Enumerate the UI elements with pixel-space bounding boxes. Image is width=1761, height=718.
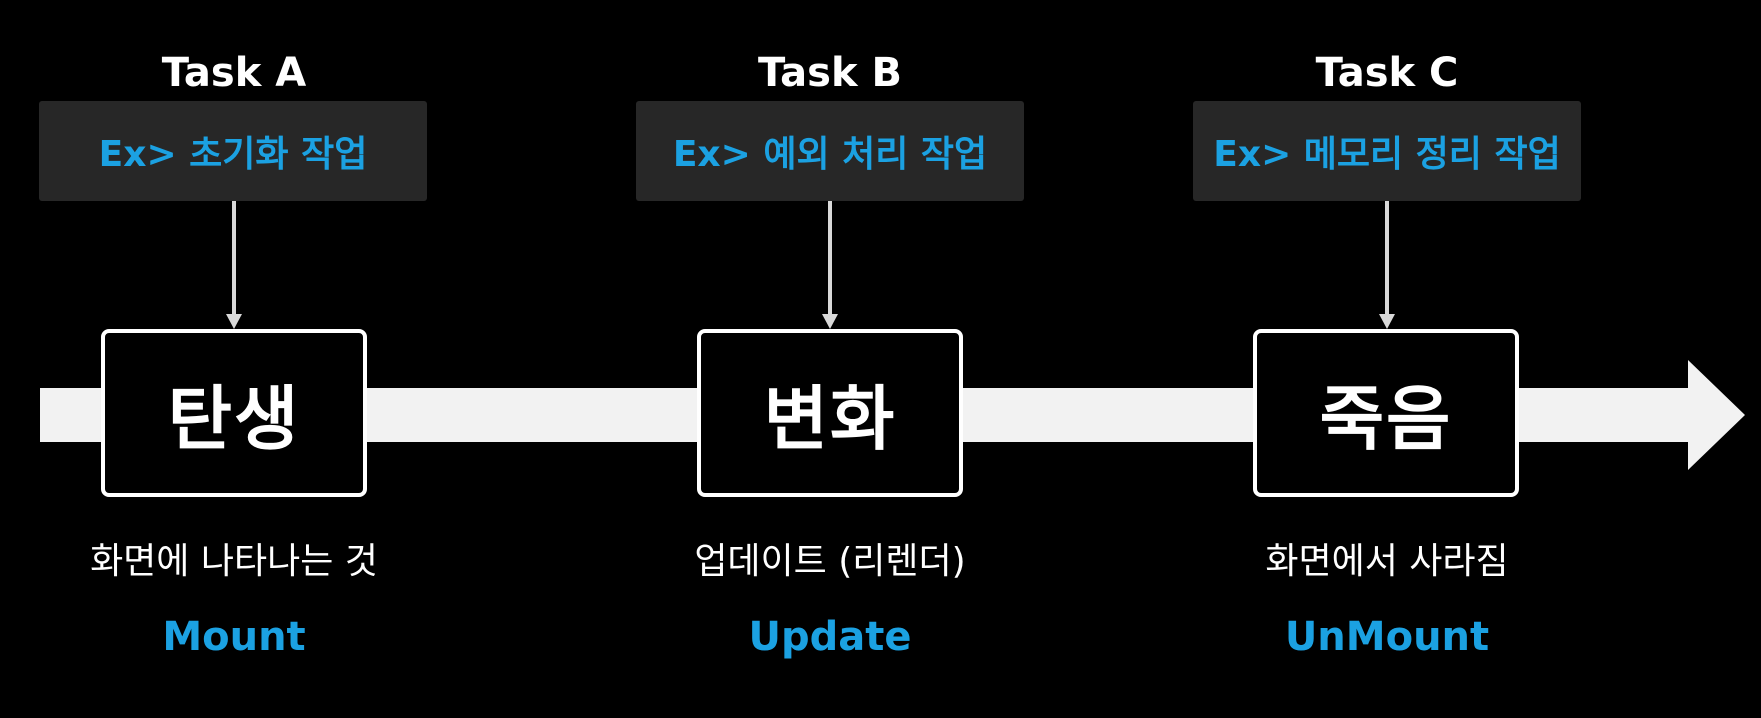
stage-box: 죽음 — [1253, 329, 1519, 497]
stage-box: 탄생 — [101, 329, 367, 497]
stage-label: 탄생 — [167, 377, 301, 460]
example-box: Ex> 메모리 정리 작업 — [1193, 101, 1581, 201]
stage-column-mount: Task A Ex> 초기화 작업 탄생 화면에 나타나는 것 Mount — [34, 0, 434, 718]
phase-label: UnMount — [1284, 614, 1490, 660]
connector-task-c — [1379, 201, 1395, 329]
example-box: Ex> 초기화 작업 — [39, 101, 427, 201]
connector-task-b — [822, 201, 838, 329]
task-title: Task A — [161, 50, 307, 96]
connector-task-a — [226, 201, 242, 329]
stage-label: 변화 — [763, 377, 897, 460]
stage-column-unmount: Task C Ex> 메모리 정리 작업 죽음 화면에서 사라짐 UnMount — [1187, 0, 1587, 718]
stage-box: 변화 — [697, 329, 963, 497]
example-box: Ex> 예외 처리 작업 — [636, 101, 1024, 201]
example-text: Ex> 초기화 작업 — [98, 134, 368, 175]
stage-description: 화면에서 사라짐 — [1265, 541, 1509, 582]
stage-description: 업데이트 (리렌더) — [694, 541, 966, 582]
stage-column-update: Task B Ex> 예외 처리 작업 변화 업데이트 (리렌더) Update — [630, 0, 1030, 718]
task-title: Task C — [1315, 50, 1459, 96]
example-text: Ex> 예외 처리 작업 — [672, 134, 988, 175]
phase-label: Update — [748, 614, 912, 660]
stage-label: 죽음 — [1319, 377, 1453, 460]
phase-label: Mount — [162, 614, 306, 660]
task-title: Task B — [758, 50, 902, 96]
stage-description: 화면에 나타나는 것 — [90, 541, 378, 582]
example-text: Ex> 메모리 정리 작업 — [1213, 134, 1561, 175]
